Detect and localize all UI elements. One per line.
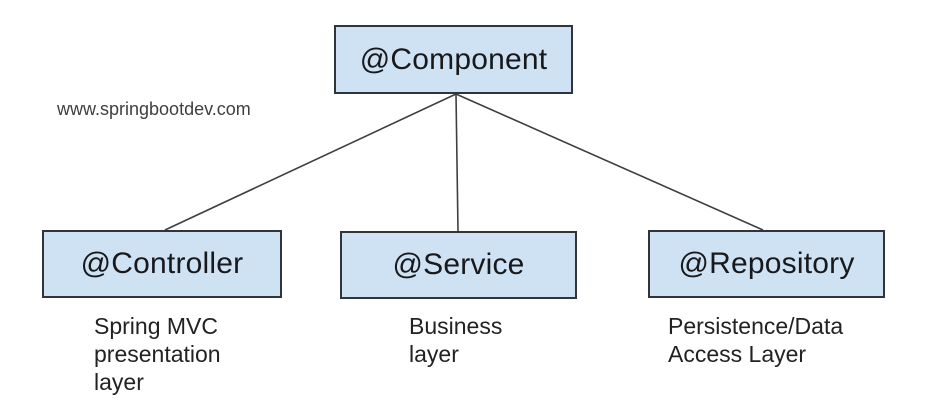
watermark-text: www.springbootdev.com [57,99,251,119]
description-service: Business layer [409,313,503,367]
edge-component-controller [164,93,457,231]
node-controller: @Controller [42,230,282,298]
edge-component-service [455,93,459,232]
description-repository: Persistence/Data Access Layer [668,313,844,367]
node-component: @Component [334,25,573,94]
edge-component-repository [455,93,764,231]
node-repository: @Repository [648,230,885,298]
node-service: @Service [340,231,577,299]
description-controller: Spring MVC presentation layer [94,313,221,395]
